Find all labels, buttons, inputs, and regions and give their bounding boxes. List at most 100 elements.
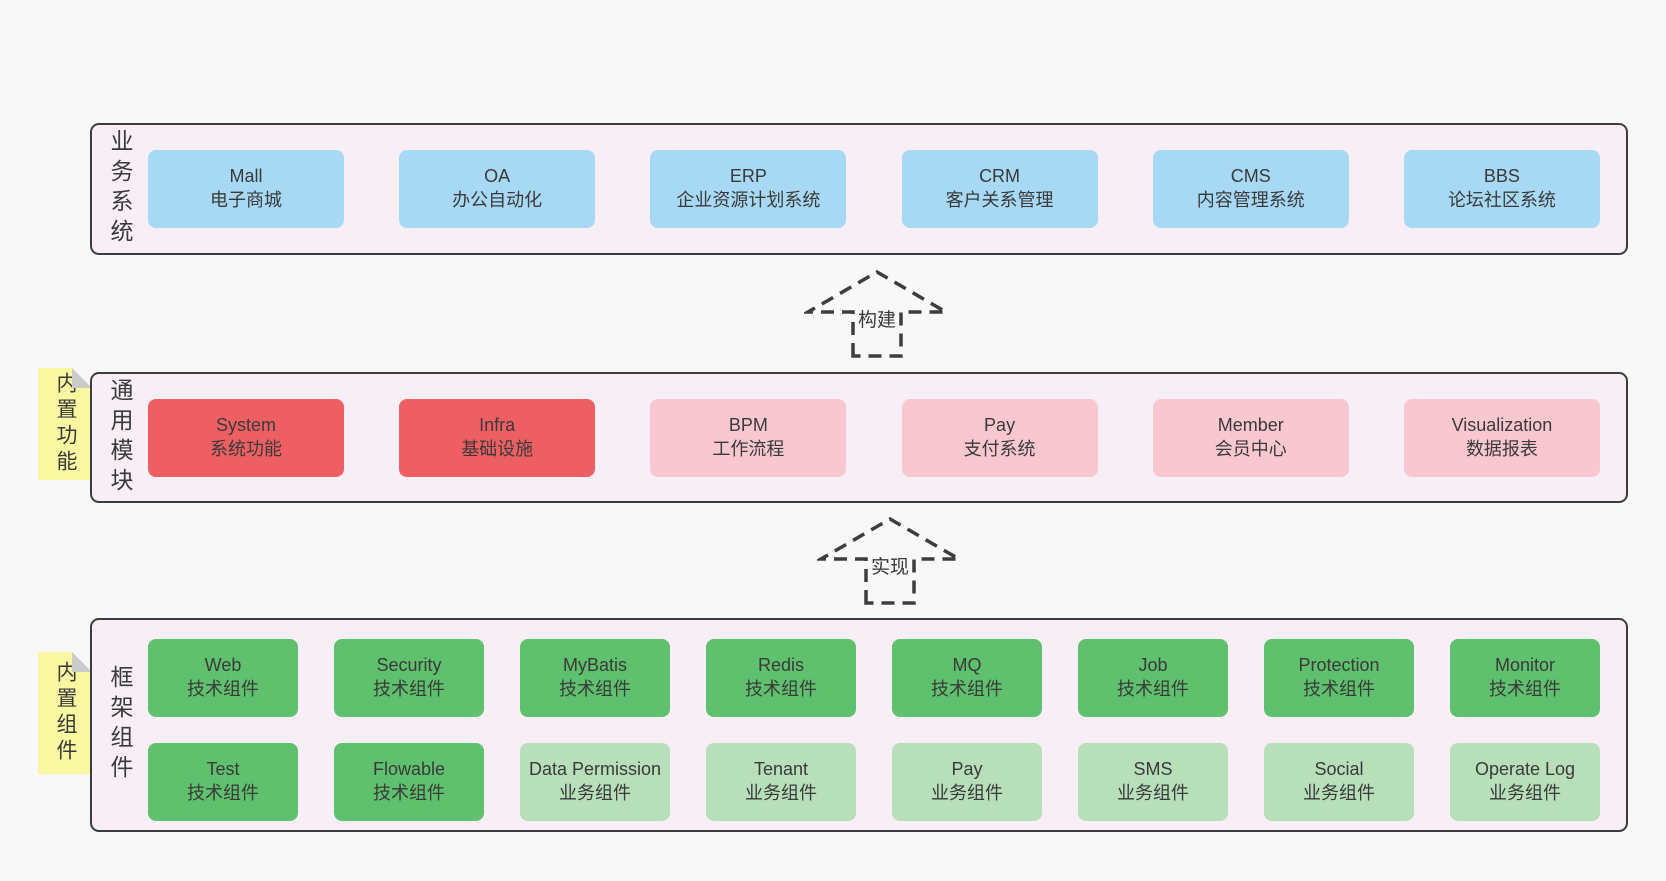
box-subtitle: 技术组件 [1117,679,1189,699]
box-subtitle: 支付系统 [963,438,1036,459]
box-title: Operate Log [1474,759,1576,780]
box-subtitle: 技术组件 [1303,679,1375,699]
box-visualization: Visualization 数据报表 [1403,398,1600,477]
box-erp: ERP 企业资源计划系统 [650,150,847,228]
box-subtitle: 技术组件 [187,783,259,803]
layer-framework-components: 框架组件 Web 技术组件 Security 技术组件 MyBatis 技术组件… [90,618,1628,832]
box-pay-component: Pay 业务组件 [892,743,1042,821]
box-subtitle: 技术组件 [931,679,1003,699]
box-title: MyBatis [562,655,627,676]
box-subtitle: 论坛社区系统 [1447,190,1556,210]
box-subtitle: 会员中心 [1214,438,1287,459]
box-security: Security 技术组件 [334,639,484,717]
box-title: Visualization [1451,414,1553,435]
box-crm: CRM 客户关系管理 [901,150,1098,228]
sticky-note-label: 内置功能 [54,372,77,476]
box-subtitle: 办公自动化 [452,190,543,210]
box-mq: MQ 技术组件 [892,639,1042,717]
box-bbs: BBS 论坛社区系统 [1403,150,1600,228]
box-title: Security [376,655,442,676]
box-title: OA [484,166,511,187]
box-subtitle: 技术组件 [373,679,445,699]
box-title: Job [1138,655,1168,676]
box-subtitle: 数据报表 [1465,438,1538,459]
box-title: SMS [1133,759,1173,780]
box-title: Redis [757,655,805,676]
components-row-technical: Web 技术组件 Security 技术组件 MyBatis 技术组件 Redi… [148,639,1600,717]
box-subtitle: 业务组件 [1489,783,1561,803]
box-title: Social [1314,759,1364,780]
box-title: Data Permission [528,759,662,780]
layer-label-components: 框架组件 [107,665,133,785]
dashed-up-arrow-icon [804,269,950,358]
box-title: System [215,414,276,435]
box-title: Flowable [372,759,446,780]
box-subtitle: 客户关系管理 [945,190,1054,210]
box-title: Pay [984,414,1016,435]
box-bpm: BPM 工作流程 [650,398,847,477]
layer-business-systems: 业务系统 Mall 电子商城 OA 办公自动化 ERP 企业资源计划系统 CRM… [90,123,1628,255]
box-title: MQ [952,655,982,676]
box-infra: Infra 基础设施 [399,398,596,477]
box-subtitle: 技术组件 [1489,679,1561,699]
box-subtitle: 工作流程 [712,438,785,459]
box-title: Web [204,655,242,676]
box-subtitle: 技术组件 [187,679,259,699]
box-subtitle: 内容管理系统 [1196,190,1305,210]
box-title: Protection [1298,655,1380,676]
layer-common-modules: 通用模块 System 系统功能 Infra 基础设施 BPM 工作流程 Pay… [90,372,1628,503]
box-operate-log: Operate Log 业务组件 [1450,743,1600,821]
layer-label-modules: 通用模块 [107,377,133,498]
sticky-note-label: 内置组件 [54,661,77,765]
box-title: ERP [729,166,767,187]
box-test: Test 技术组件 [148,743,298,821]
box-member: Member 会员中心 [1152,398,1349,477]
box-subtitle: 业务组件 [1303,783,1375,803]
dashed-up-arrow-icon [817,516,963,605]
arrow-build-up: 构建 [804,268,950,360]
box-subtitle: 技术组件 [559,679,631,699]
box-title: BPM [728,414,768,435]
box-flowable: Flowable 技术组件 [334,743,484,821]
box-subtitle: 基础设施 [461,438,534,459]
business-box-row: Mall 电子商城 OA 办公自动化 ERP 企业资源计划系统 CRM 客户关系… [148,125,1600,253]
box-title: CRM [979,166,1021,187]
box-oa: OA 办公自动化 [399,150,596,228]
box-sms: SMS 业务组件 [1078,743,1228,821]
box-subtitle: 业务组件 [931,783,1003,803]
box-subtitle: 系统功能 [210,438,282,459]
box-title: Tenant [753,759,809,780]
box-job: Job 技术组件 [1078,639,1228,717]
box-data-permission: Data Permission 业务组件 [520,743,670,821]
box-web: Web 技术组件 [148,639,298,717]
box-redis: Redis 技术组件 [706,639,856,717]
box-subtitle: 电子商城 [210,190,282,210]
box-monitor: Monitor 技术组件 [1450,639,1600,717]
box-subtitle: 业务组件 [559,783,631,803]
box-title: Monitor [1494,655,1556,676]
arrow-label-build: 构建 [854,305,900,332]
box-mybatis: MyBatis 技术组件 [520,639,670,717]
box-mall: Mall 电子商城 [148,150,344,228]
box-title: Infra [479,414,516,435]
box-protection: Protection 技术组件 [1264,639,1414,717]
box-subtitle: 企业资源计划系统 [676,190,821,210]
box-subtitle: 技术组件 [745,679,817,699]
box-subtitle: 业务组件 [745,783,817,803]
sticky-note-built-in-functions: 内置功能 [38,368,92,480]
box-pay-module: Pay 支付系统 [901,398,1098,477]
box-title: BBS [1483,166,1520,187]
components-row-business: Test 技术组件 Flowable 技术组件 Data Permission … [148,743,1600,821]
box-subtitle: 技术组件 [373,783,445,803]
arrow-label-implement: 实现 [867,552,913,579]
box-title: Test [206,759,240,780]
box-subtitle: 业务组件 [1117,783,1189,803]
box-tenant: Tenant 业务组件 [706,743,856,821]
box-social: Social 业务组件 [1264,743,1414,821]
box-cms: CMS 内容管理系统 [1152,150,1349,228]
box-title: Member [1217,414,1284,435]
box-title: Pay [951,759,983,780]
sticky-note-built-in-components: 内置组件 [38,652,92,774]
box-title: CMS [1230,166,1271,187]
box-title: Mall [229,166,263,187]
